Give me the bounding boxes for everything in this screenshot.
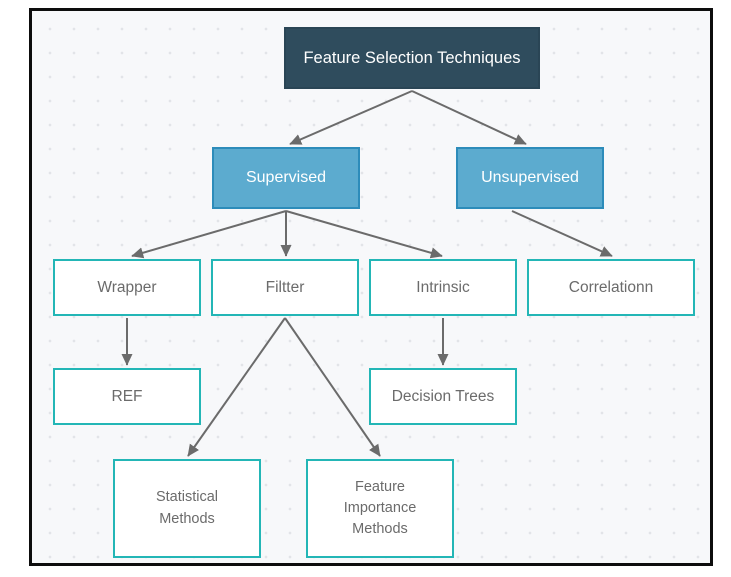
edge-filtter-to-featimp xyxy=(284,317,381,457)
node-correlation[interactable]: Correlationn xyxy=(527,259,695,316)
node-root[interactable]: Feature Selection Techniques xyxy=(284,27,540,89)
edge-filtter-to-statmeth xyxy=(187,317,286,457)
node-label-ref: REF xyxy=(111,387,143,405)
edge-root-to-supervised xyxy=(289,90,413,145)
node-filtter[interactable]: Filtter xyxy=(211,259,359,316)
node-label-root: Feature Selection Techniques xyxy=(303,48,521,67)
edge-supervised-to-intrinsic xyxy=(285,210,443,259)
node-label-supervised: Supervised xyxy=(245,169,327,186)
node-label-unsup: Unsupervised xyxy=(481,169,579,186)
edge-root-to-unsup xyxy=(411,90,527,145)
node-dtrees[interactable]: Decision Trees xyxy=(369,368,517,425)
node-label-wrapper: Wrapper xyxy=(97,278,157,296)
node-label-intrinsic: Intrinsic xyxy=(416,278,470,296)
node-unsup[interactable]: Unsupervised xyxy=(456,147,604,209)
edge-supervised-to-wrapper xyxy=(131,210,287,259)
node-intrinsic[interactable]: Intrinsic xyxy=(369,259,517,316)
edge-layer xyxy=(121,90,613,457)
node-label-dtrees: Decision Trees xyxy=(391,387,495,405)
node-supervised[interactable]: Supervised xyxy=(212,147,360,209)
edge-unsup-to-correlation xyxy=(511,210,613,257)
edge-lines xyxy=(121,90,613,457)
node-label-filtter: Filtter xyxy=(265,278,305,296)
node-ref[interactable]: REF xyxy=(53,368,201,425)
node-wrapper[interactable]: Wrapper xyxy=(53,259,201,316)
node-label-correlation: Correlationn xyxy=(568,278,654,296)
